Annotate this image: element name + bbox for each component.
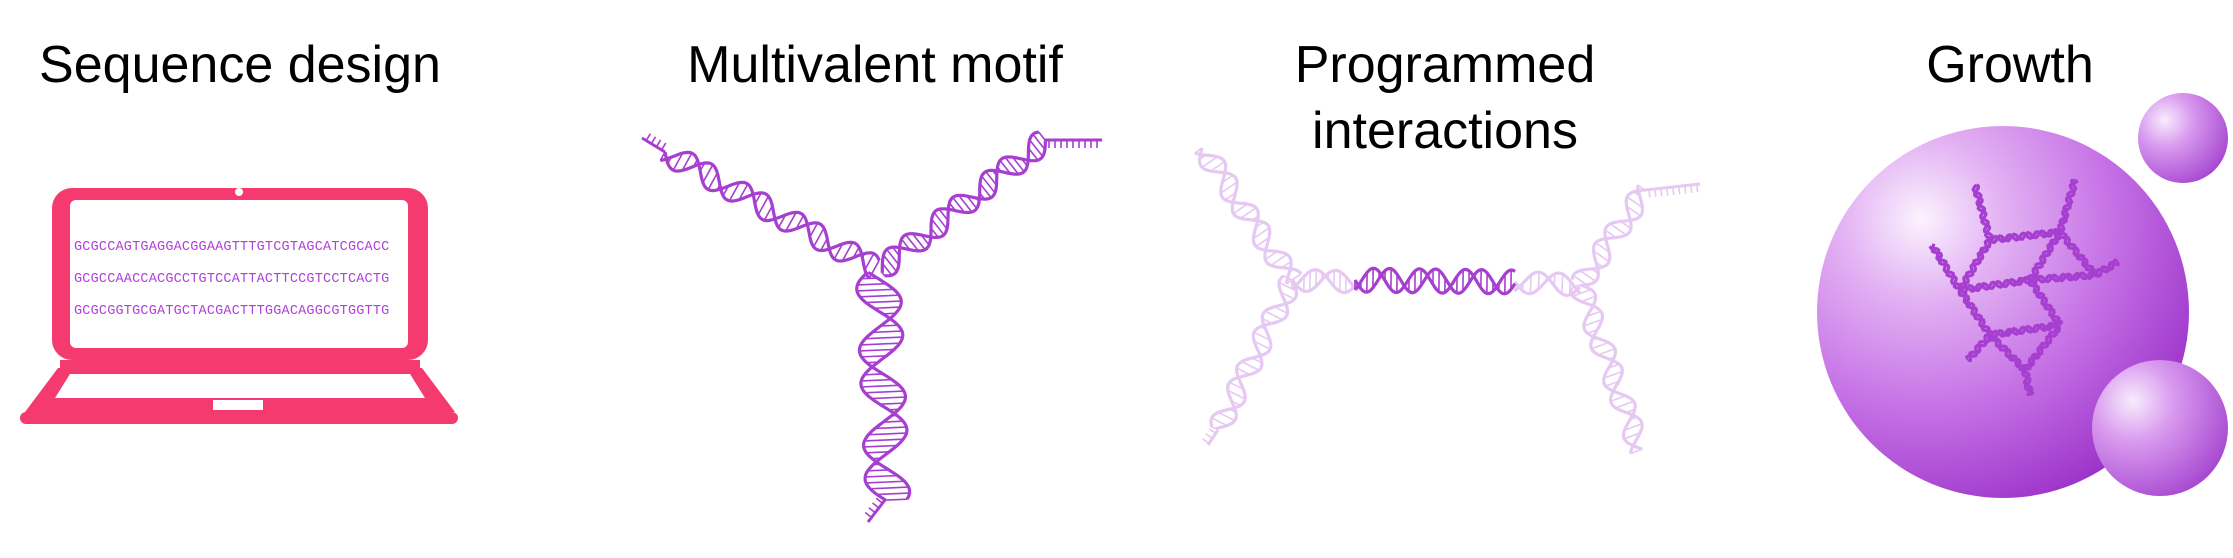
network-stub	[2094, 258, 2121, 278]
panel-title-growth: Growth	[1926, 36, 2094, 94]
faded-sticky-end-right	[1644, 182, 1701, 198]
sticky-end-right	[1045, 138, 1102, 148]
panel-title-sequence-design: Sequence design	[39, 36, 441, 94]
network-stub	[1971, 183, 1994, 241]
sticky-end-left	[641, 133, 667, 154]
motif-arm-left	[659, 150, 881, 280]
network-link	[2057, 231, 2098, 278]
left-motif-arm-top	[1194, 147, 1303, 285]
network-link	[1987, 334, 2028, 372]
network-stub	[2021, 368, 2035, 397]
sticky-end-bottom	[864, 497, 887, 523]
network-link	[2027, 279, 2064, 328]
right-motif-arm-top	[1570, 184, 1646, 288]
right-motif-arm-bottom	[1569, 283, 1644, 455]
faded-sticky-end-left	[1202, 428, 1220, 446]
network-stub	[1964, 332, 1991, 363]
large-droplet	[1817, 126, 2189, 498]
hybridized-duplex	[1353, 266, 1517, 296]
small-droplet-bottom	[2092, 360, 2228, 496]
motif-arm-bottom	[855, 271, 912, 502]
panel-title-programmed-interactions-line2: interactions	[1312, 102, 1578, 160]
network-stub	[2057, 178, 2079, 234]
network-link	[1988, 320, 2062, 339]
programmed-interactions-diagram	[1194, 147, 1701, 455]
left-motif-arm-middle	[1290, 268, 1360, 295]
network-stub	[1928, 243, 1963, 291]
multivalent-motif-diagram	[641, 130, 1102, 523]
small-droplet-top	[2138, 93, 2228, 183]
network-link	[2026, 230, 2062, 282]
sequence-line-2: GCGCCAACCACGCCTGTCCATTACTTCCGTCCTCACTG	[74, 272, 389, 287]
motif-arm-right	[880, 130, 1047, 278]
network-link	[1957, 289, 1994, 338]
sequence-line-3: GCGCGGTGCGATGCTACGACTTTGGACAGGCGTGGTTG	[74, 304, 389, 319]
panel-title-multivalent-motif: Multivalent motif	[687, 36, 1063, 94]
laptop-icon	[20, 188, 458, 424]
sequence-line-1: GCGCCAGTGAGGACGGAAGTTTGTCGTAGCATCGCACC	[74, 240, 389, 255]
network-link	[2022, 322, 2061, 371]
network-link	[1958, 275, 2032, 294]
dna-network	[1928, 178, 2121, 397]
panel-title-programmed-interactions-line1: Programmed	[1294, 36, 1596, 94]
right-motif-arm-middle	[1513, 270, 1582, 298]
